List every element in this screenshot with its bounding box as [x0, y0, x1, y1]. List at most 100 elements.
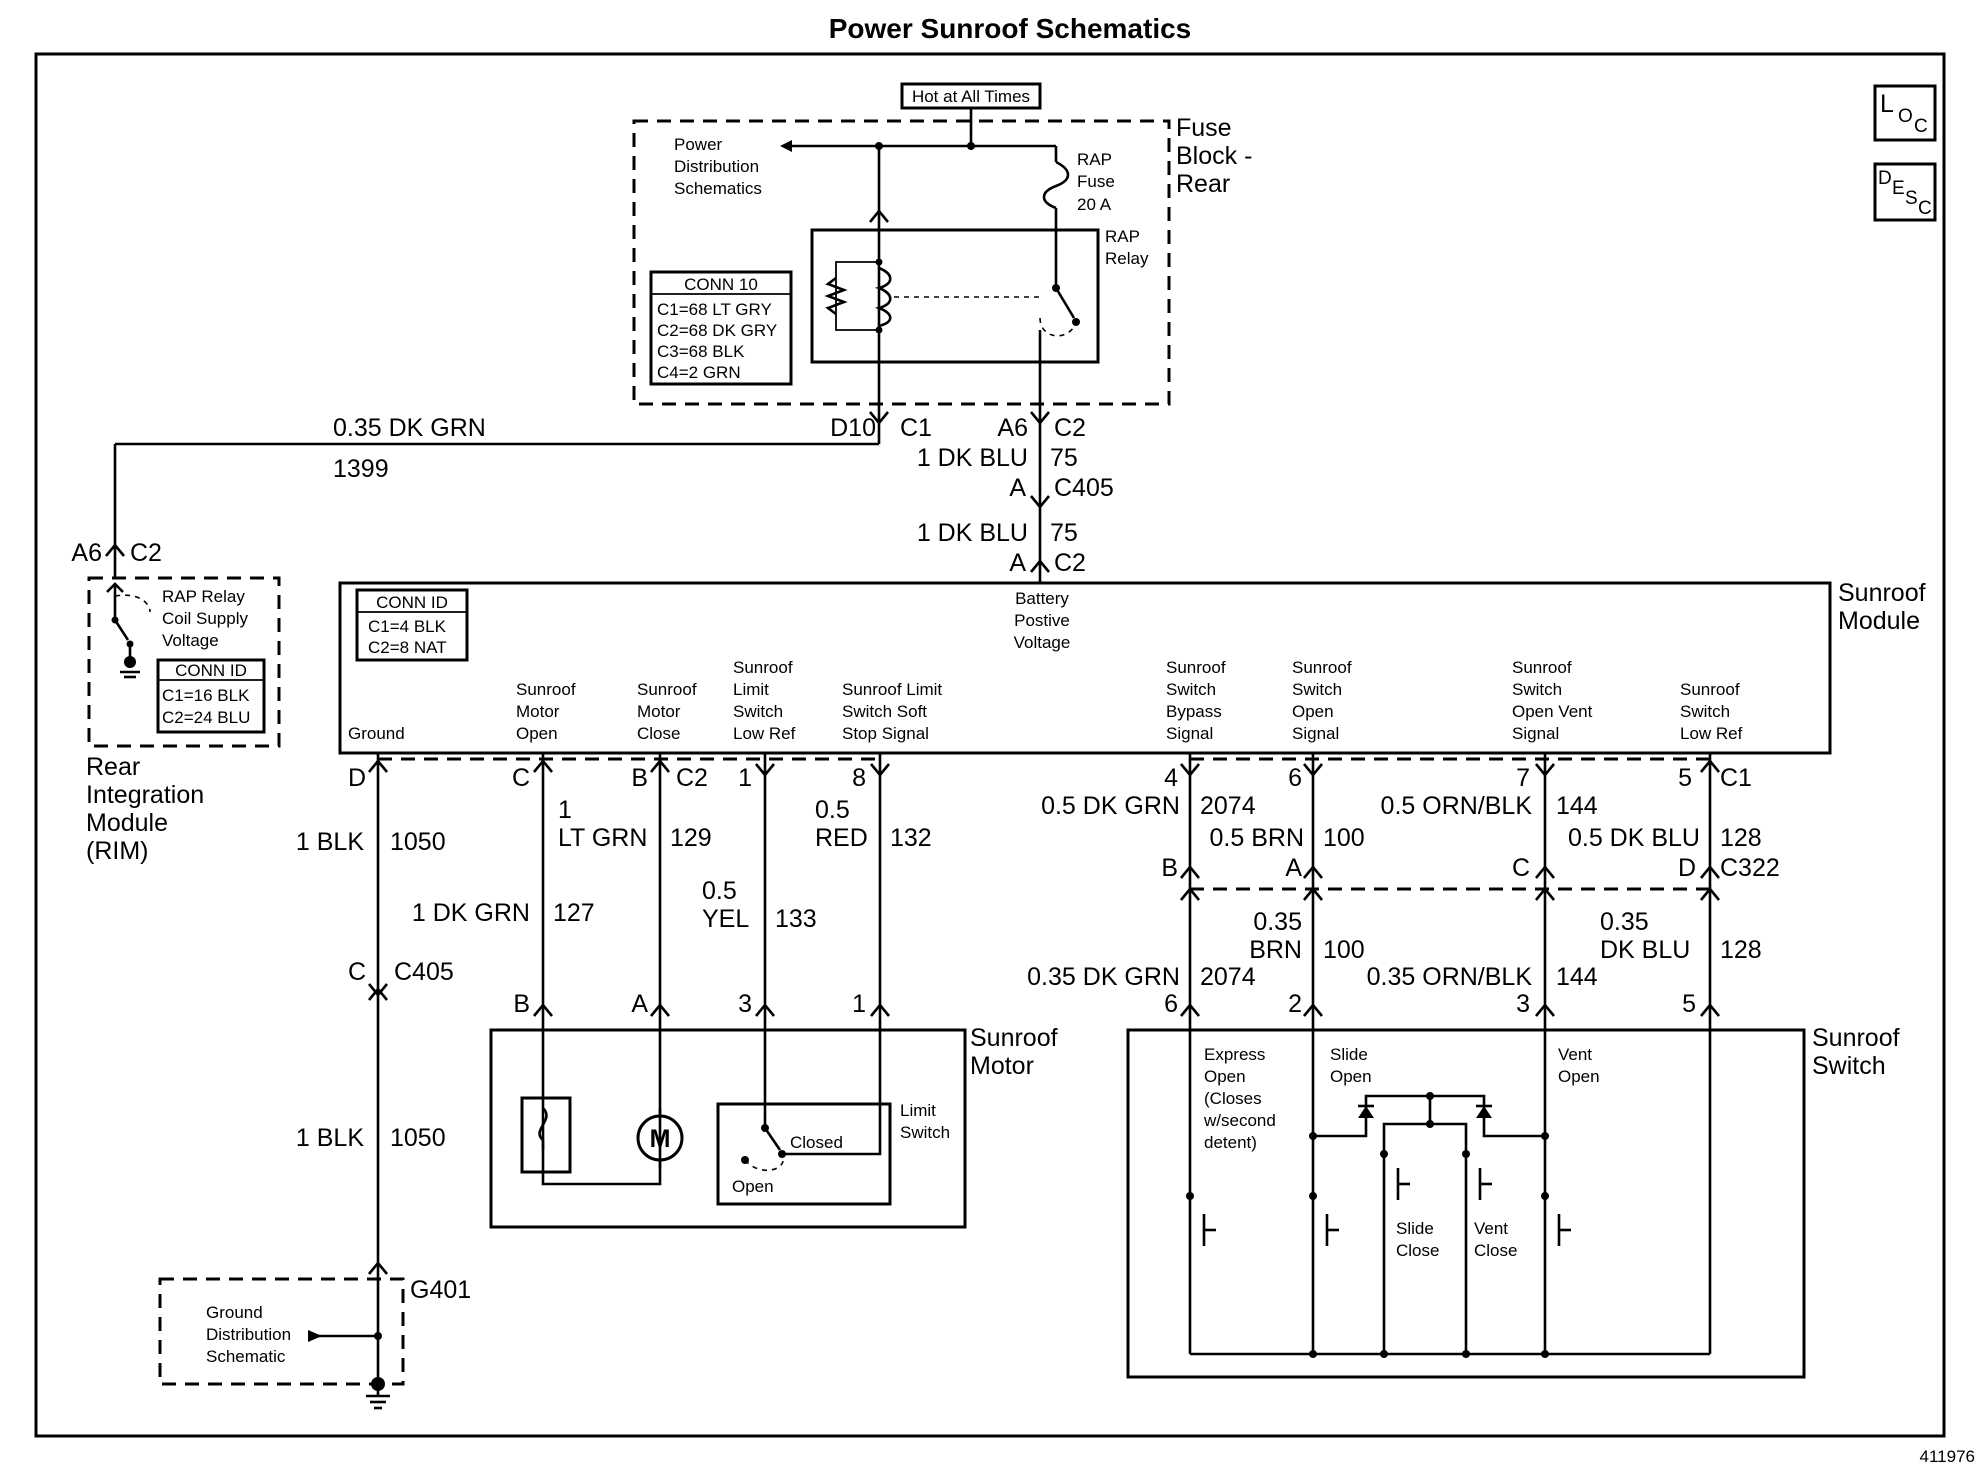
wire-ground: 1 BLK [296, 828, 364, 856]
sunroof-switch: Sunroof Switch [1126, 1024, 1900, 1379]
circuit-100-2: 100 [1323, 936, 1365, 964]
wire-red-a: 0.5 [815, 796, 850, 824]
ground-g401: G401 [410, 1276, 471, 1304]
relay-label1: RAP [1105, 227, 1140, 246]
fuse-label2: Fuse [1077, 172, 1115, 191]
motor-name1: Sunroof [970, 1024, 1058, 1052]
page-title: Power Sunroof Schematics [829, 13, 1192, 44]
switch-name1: Sunroof [1812, 1024, 1900, 1052]
pin-b: B [631, 764, 648, 792]
module-conn-row1: C1=4 BLK [368, 617, 447, 636]
relay-switch-icon [1054, 287, 1076, 319]
slide-close-label1: Slide [1396, 1219, 1434, 1238]
thermal-breaker-icon [520, 1096, 572, 1174]
conn-c405-ground: C405 [394, 958, 454, 986]
diode-right-icon [1476, 1106, 1492, 1118]
circuit-128-2: 128 [1720, 936, 1762, 964]
rim-voltage1: RAP Relay [162, 587, 245, 606]
pin-1: 1 [738, 764, 752, 792]
slide-open-label1: Slide [1330, 1045, 1368, 1064]
ground-distribution-box [158, 1277, 405, 1386]
fuse-block-name2: Block - [1176, 142, 1252, 170]
battery-label3: Voltage [1014, 633, 1071, 652]
pin-a-c405: A [1009, 474, 1026, 502]
rim-conn-box [156, 658, 266, 734]
sunroof-motor: Sunroof Motor B A 3 1 M Closed Open Limi… [489, 990, 1058, 1229]
pin-8: 8 [852, 764, 866, 792]
wire-brn2-b: BRN [1249, 936, 1302, 964]
loc-icon[interactable]: L O C [1873, 84, 1937, 142]
limit-switch-box [716, 1102, 892, 1206]
slide-close-label2: Close [1396, 1241, 1439, 1260]
svg-text:D: D [1878, 168, 1892, 189]
wire-dk-blu2-b: DK BLU [1600, 936, 1690, 964]
label-soft-stop2: Switch Soft [842, 702, 927, 721]
label-open-sig1: Sunroof [1292, 658, 1352, 677]
rim-circuit-label: 1399 [333, 455, 389, 483]
circuit-144: 144 [1556, 792, 1598, 820]
motor-name2: Motor [970, 1052, 1034, 1080]
fuse-conn-row4: C4=2 GRN [657, 363, 741, 382]
label-vent-sig1: Sunroof [1512, 658, 1572, 677]
conn-c1: C1 [900, 414, 932, 442]
wire-dk-blu2-a: 0.35 [1600, 908, 1649, 936]
label-motor-open3: Open [516, 724, 558, 743]
ground-icon [124, 656, 136, 668]
conn-c405: C405 [1054, 474, 1114, 502]
label-motor-close3: Close [637, 724, 680, 743]
sunroof-module: Sunroof Module CONN ID C1=4 BLK C2=8 NAT… [338, 579, 1926, 755]
label-low-ref2: Switch [1680, 702, 1730, 721]
pds-line3: Schematics [674, 179, 762, 198]
circuit-75-a: 75 [1050, 444, 1078, 472]
pin-6: 6 [1288, 764, 1302, 792]
circuit-75-b: 75 [1050, 519, 1078, 547]
pin-4: 4 [1164, 764, 1178, 792]
label-vent-sig3: Open Vent [1512, 702, 1593, 721]
wire-brn: 0.5 BRN [1210, 824, 1304, 852]
wire-1-lt-grn-b: LT GRN [558, 824, 647, 852]
fuse-conn-row3: C3=68 BLK [657, 342, 745, 361]
rim-voltage2: Coil Supply [162, 609, 248, 628]
wire-bypass-2: 0.35 DK GRN [1027, 963, 1180, 991]
label-motor-close2: Motor [637, 702, 681, 721]
wire-bypass: 0.5 DK GRN [1041, 792, 1180, 820]
rim-conn-c2: C2 [130, 539, 162, 567]
fuse-block-outputs: D10 C1 A6 C2 1 DK BLU 75 A C405 1 DK BLU… [115, 362, 1114, 583]
circuit-1050-2: 1050 [390, 1124, 446, 1152]
switch-pin-2: 2 [1288, 990, 1302, 1018]
label-bypass3: Bypass [1166, 702, 1222, 721]
desc-icon[interactable]: D E S C [1873, 162, 1937, 222]
svg-text:C: C [1918, 198, 1932, 219]
switch-name2: Switch [1812, 1052, 1886, 1080]
circuit-129: 129 [670, 824, 712, 852]
label-vent-sig2: Switch [1512, 680, 1562, 699]
c322-pin-d: D [1678, 854, 1696, 882]
label-motor-close1: Sunroof [637, 680, 697, 699]
limit-switch-label1: Limit [900, 1101, 936, 1120]
module-conn-row2: C2=8 NAT [368, 638, 447, 657]
fuse-block-name3: Rear [1176, 170, 1230, 198]
circuit-127: 127 [553, 899, 595, 927]
rap-relay [810, 228, 1100, 364]
outer-frame [34, 52, 1946, 1438]
circuit-128: 128 [1720, 824, 1762, 852]
gds-label1: Ground [206, 1303, 263, 1322]
label-motor-open1: Sunroof [516, 680, 576, 699]
circuit-144-2: 144 [1556, 963, 1598, 991]
switch-vent-close-icon [1462, 1150, 1492, 1354]
pds-line2: Distribution [674, 157, 759, 176]
wire-yel-a: 0.5 [702, 877, 737, 905]
label-motor-open2: Motor [516, 702, 560, 721]
c322-pin-a: A [1285, 854, 1302, 882]
switch-pin-5: 5 [1682, 990, 1696, 1018]
vent-open-label2: Open [1558, 1067, 1600, 1086]
rim-name3: Module [86, 809, 168, 837]
motor-m-label: M [650, 1125, 671, 1153]
rim-voltage3: Voltage [162, 631, 219, 650]
wire-1-dk-grn: 1 DK GRN [412, 899, 530, 927]
wire-orn-blk: 0.5 ORN/BLK [1381, 792, 1533, 820]
limit-switch-icon [763, 1127, 782, 1151]
ground-g401-icon [371, 1377, 385, 1391]
fuse-label1: RAP [1077, 150, 1112, 169]
